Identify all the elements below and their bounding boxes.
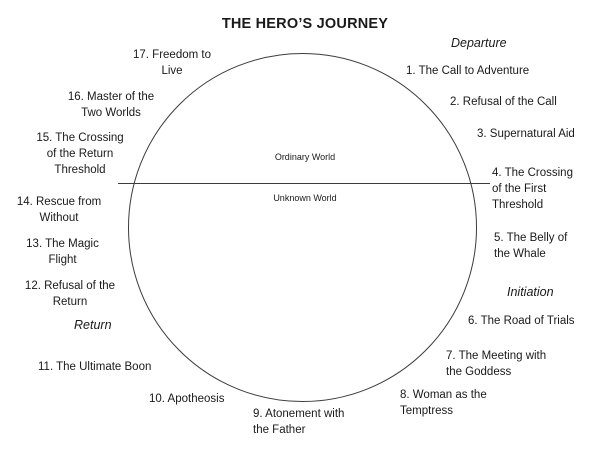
phase-initiation-label: Initiation — [507, 285, 554, 299]
stage-1-call-to-adventure: 1. The Call to Adventure — [406, 65, 530, 77]
stage-10-apotheosis: 10. Apotheosis — [149, 393, 225, 405]
stage-9-atonement-with-father: 9. Atonement with the Father — [253, 408, 345, 436]
stage-3-supernatural-aid: 3. Supernatural Aid — [477, 128, 575, 140]
world-divider-line — [118, 183, 490, 184]
stage-14-rescue-from-without: 14. Rescue from Without — [16, 196, 102, 224]
stage-13-magic-flight: 13. The Magic Flight — [26, 238, 99, 266]
ordinary-world-label: Ordinary World — [274, 152, 336, 162]
stage-15-crossing-return-threshold: 15. The Crossing of the Return Threshold — [36, 132, 124, 176]
diagram-title: THE HERO’S JOURNEY — [221, 16, 389, 32]
stage-17-freedom-to-live: 17. Freedom to Live — [133, 49, 211, 77]
unknown-world-label: Unknown World — [273, 193, 337, 203]
stage-8-woman-as-temptress: 8. Woman as the Temptress — [400, 389, 487, 417]
stage-2-refusal-of-call: 2. Refusal of the Call — [450, 96, 557, 108]
stage-4-crossing-first-threshold: 4. The Crossing of the First Threshold — [492, 167, 573, 211]
journey-circle — [128, 53, 477, 402]
phase-departure-label: Departure — [451, 36, 507, 50]
stage-6-road-of-trials: 6. The Road of Trials — [468, 315, 575, 327]
stage-12-refusal-of-return: 12. Refusal of the Return — [24, 280, 116, 308]
phase-return-label: Return — [74, 318, 112, 332]
stage-16-master-of-two-worlds: 16. Master of the Two Worlds — [67, 91, 155, 119]
stage-11-ultimate-boon: 11. The Ultimate Boon — [38, 361, 152, 373]
stage-5-belly-of-whale: 5. The Belly of the Whale — [494, 232, 568, 260]
stage-7-meeting-goddess: 7. The Meeting with the Goddess — [446, 350, 547, 378]
